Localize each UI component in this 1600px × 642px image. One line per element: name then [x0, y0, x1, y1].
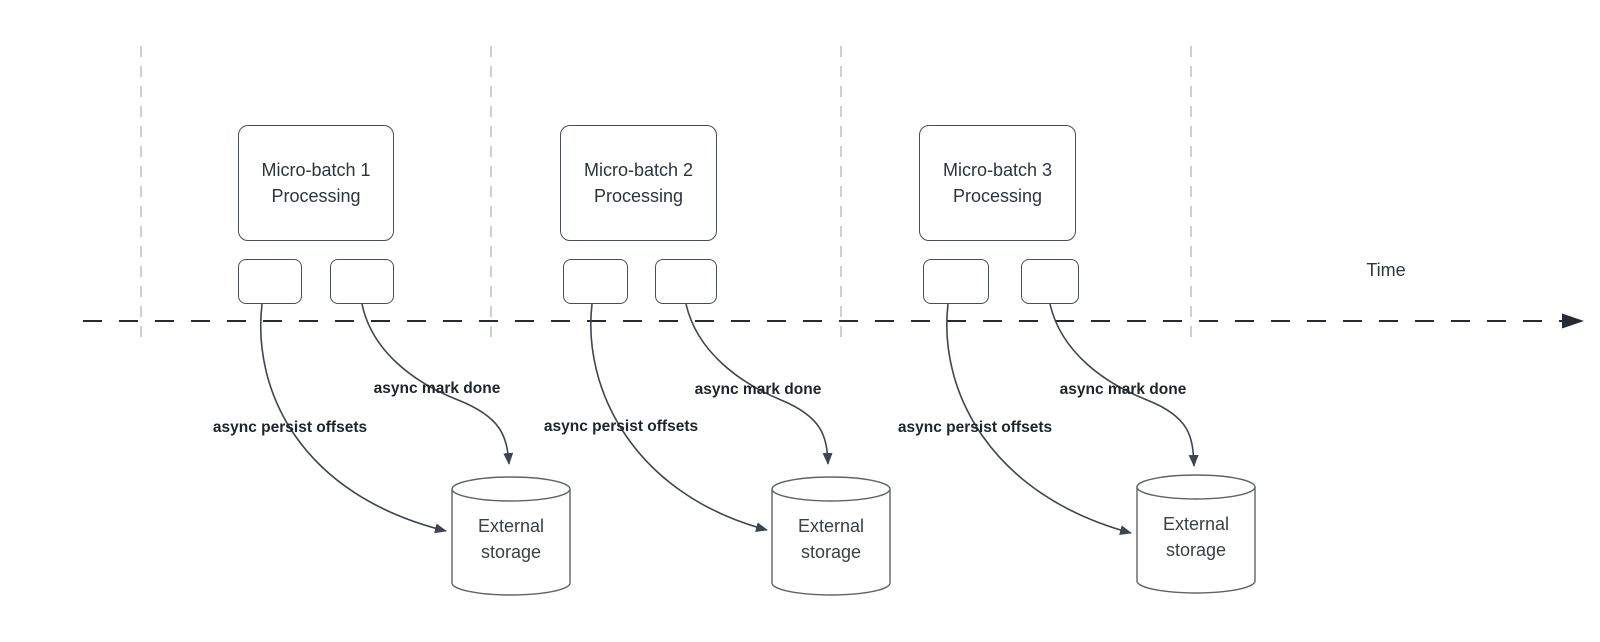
- persist-offsets-label-3: async persist offsets: [897, 419, 1053, 436]
- micro-batch-3-title-line1: Micro-batch 3: [942, 160, 1053, 180]
- mark-done-label-2: async mark done: [694, 381, 822, 398]
- cylinder-body: [451, 489, 571, 596]
- mark-done-task-box-1: [330, 259, 394, 304]
- mark-done-label-1: async mark done: [373, 380, 501, 397]
- persist-offsets-arrow-3: [946, 303, 1132, 535]
- time-axis-arrowhead-icon: [1562, 313, 1584, 329]
- mark-done-arrow-1: [361, 303, 514, 465]
- cylinder-body: [771, 489, 891, 596]
- persist-task-box-3: [923, 259, 989, 304]
- cylinder-body: [1136, 487, 1256, 594]
- storage-label-line1: External: [477, 516, 545, 536]
- external-storage-cylinder-1: [451, 476, 571, 596]
- persist-offsets-arrow-1: [260, 303, 447, 534]
- mark-done-arrow-3: [1049, 303, 1199, 467]
- time-axis-label: Time: [1366, 260, 1406, 280]
- mark-done-task-box-3: [1021, 259, 1079, 304]
- persist-task-box-2: [563, 259, 628, 304]
- mark-done-label-3: async mark done: [1059, 381, 1187, 398]
- storage-label-line2: storage: [800, 542, 862, 562]
- storage-label-line1: External: [1162, 514, 1230, 534]
- external-storage-label-1: External storage: [478, 513, 544, 565]
- micro-batch-3-box: Micro-batch 3 Processing: [919, 125, 1076, 241]
- external-storage-cylinder-2: [771, 476, 891, 596]
- storage-label-line2: storage: [480, 542, 542, 562]
- persist-offsets-label-2: async persist offsets: [543, 418, 699, 435]
- mark-done-arrow-2: [685, 303, 833, 465]
- cylinder-top-rim: [771, 476, 891, 502]
- external-storage-label-2: External storage: [798, 513, 864, 565]
- micro-batch-1-title-line1: Micro-batch 1: [261, 160, 371, 180]
- cylinder-top-rim: [451, 476, 571, 502]
- micro-batch-2-title-line2: Processing: [593, 186, 684, 206]
- storage-label-line2: storage: [1165, 540, 1227, 560]
- micro-batch-2-box: Micro-batch 2 Processing: [560, 125, 717, 241]
- mark-done-task-box-2: [655, 259, 717, 304]
- persist-task-box-1: [238, 259, 302, 304]
- cylinder-top-rim: [1136, 474, 1256, 500]
- persist-offsets-label-1: async persist offsets: [212, 419, 368, 436]
- external-storage-label-3: External storage: [1163, 511, 1229, 563]
- persist-offsets-arrow-2: [590, 303, 768, 533]
- micro-batch-1-title-line2: Processing: [271, 186, 361, 206]
- storage-label-line1: External: [797, 516, 865, 536]
- micro-batch-3-title-line2: Processing: [952, 186, 1043, 206]
- external-storage-cylinder-3: [1136, 474, 1256, 594]
- micro-batch-2-title-line1: Micro-batch 2: [583, 160, 694, 180]
- micro-batch-1-box: Micro-batch 1 Processing: [238, 125, 394, 241]
